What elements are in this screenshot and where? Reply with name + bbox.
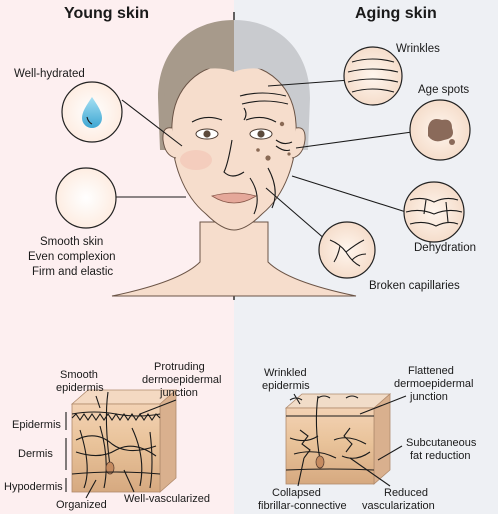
dry-skin-icon xyxy=(405,197,463,227)
cheek-blush xyxy=(180,150,212,170)
label-flattened-2: dermoepidermal xyxy=(394,378,473,390)
connector-well-vascularized xyxy=(123,469,135,493)
age-spot-small xyxy=(449,139,455,145)
fringe-young xyxy=(164,22,234,96)
connector-subcutaneous xyxy=(377,445,403,461)
lips xyxy=(211,192,257,204)
label-subcutaneous-1: Subcutaneous xyxy=(406,437,477,449)
aging-block-top xyxy=(284,393,392,409)
young-skin-title: Young skin xyxy=(64,5,149,22)
young-skin-block xyxy=(70,389,178,493)
label-protruding-3: junction xyxy=(159,387,198,399)
label-wrinkled-1: Wrinkled xyxy=(264,367,307,379)
label-smooth-skin: Smooth skin xyxy=(40,236,103,248)
young-hypodermis-line xyxy=(71,471,161,475)
young-vessel xyxy=(79,427,143,489)
water-drop-icon xyxy=(82,97,102,128)
young-papillae xyxy=(71,413,161,421)
label-protruding-1: Protruding xyxy=(154,361,205,373)
neck xyxy=(111,221,357,297)
connector-protruding xyxy=(139,399,177,415)
label-smooth-1: Smooth xyxy=(60,369,98,381)
young-vessel xyxy=(75,435,157,452)
face xyxy=(171,63,297,231)
label-broken-capillaries: Broken capillaries xyxy=(369,280,460,292)
aging-collapsed-fibers xyxy=(299,427,353,459)
brow-furrow xyxy=(243,107,247,121)
label-flattened-1: Flattened xyxy=(408,365,454,377)
label-age-spots: Age spots xyxy=(418,84,469,96)
label-collapsed-1: Collapsed xyxy=(272,487,321,499)
connector-broken-capillaries xyxy=(265,187,327,241)
connector-wrinkles xyxy=(267,79,351,87)
label-wrinkles: Wrinkles xyxy=(396,43,440,55)
face-illustration xyxy=(111,20,357,297)
face-spot xyxy=(279,121,285,127)
young-hair-shaft xyxy=(105,391,111,467)
label-reduced-2: vascularization xyxy=(362,500,435,512)
label-firm-elastic: Firm and elastic xyxy=(32,266,113,278)
label-protruding-2: dermoepidermal xyxy=(142,374,221,386)
young-hair-follicle xyxy=(105,461,115,475)
age-spot-icon xyxy=(428,119,453,142)
forehead-wrinkles xyxy=(239,92,289,105)
nose xyxy=(223,139,245,177)
callout-dehydration xyxy=(403,181,465,243)
young-vessel xyxy=(75,445,157,457)
label-organized: Organized xyxy=(56,499,107,511)
wrinkle-lines-icon xyxy=(347,58,399,93)
eyebrow-left xyxy=(191,116,223,123)
face-spot xyxy=(287,152,291,156)
cheek-wrinkles xyxy=(249,167,276,215)
connector-collapsed xyxy=(297,457,305,487)
pupil-right xyxy=(257,130,265,138)
connector-wrinkled xyxy=(293,393,301,405)
label-epidermis: Epidermis xyxy=(12,419,61,431)
connector-well-hydrated xyxy=(121,99,183,147)
label-dermis: Dermis xyxy=(18,448,53,460)
ear-right xyxy=(291,127,306,159)
aging-block-front xyxy=(285,407,375,485)
connector-dehydration xyxy=(291,175,407,213)
water-drop-highlight xyxy=(86,116,93,125)
face-spot xyxy=(265,155,271,161)
aging-hair-shaft xyxy=(315,395,321,461)
connector-reduced xyxy=(349,457,391,487)
label-collapsed-2: fibrillar-connective xyxy=(258,500,347,512)
connector-smooth-epidermis xyxy=(95,395,101,409)
callout-broken-capillaries xyxy=(318,221,376,279)
callout-smooth-skin xyxy=(55,167,117,229)
label-subcutaneous-2: fat reduction xyxy=(410,450,471,462)
aging-hypodermis-line xyxy=(285,468,375,471)
crow-feet xyxy=(275,139,293,152)
connector-organized xyxy=(85,479,97,499)
ear-left xyxy=(162,127,177,159)
label-even-complexion: Even complexion xyxy=(28,251,116,263)
aging-skin-title: Aging skin xyxy=(355,5,437,22)
fringe-aging xyxy=(234,22,304,96)
face-spot xyxy=(256,148,260,152)
pupil-left xyxy=(203,130,211,138)
callout-wrinkles xyxy=(343,46,403,106)
connector-flattened xyxy=(359,395,407,415)
label-dehydration: Dehydration xyxy=(414,242,476,254)
label-smooth-2: epidermis xyxy=(56,382,104,394)
aging-hair-follicle xyxy=(315,455,325,469)
connector-age-spots xyxy=(295,131,413,149)
label-reduced-1: Reduced xyxy=(384,487,428,499)
capillary-icon xyxy=(329,239,367,267)
eyebrow-right xyxy=(245,116,277,123)
young-vessel xyxy=(99,425,153,489)
label-flattened-3: junction xyxy=(409,391,448,403)
label-well-hydrated: Well-hydrated xyxy=(14,68,85,80)
aging-vessel xyxy=(293,451,371,459)
label-wrinkled-2: epidermis xyxy=(262,380,310,392)
label-hypodermis: Hypodermis xyxy=(4,481,63,493)
label-well-vascularized: Well-vascularized xyxy=(124,493,210,505)
